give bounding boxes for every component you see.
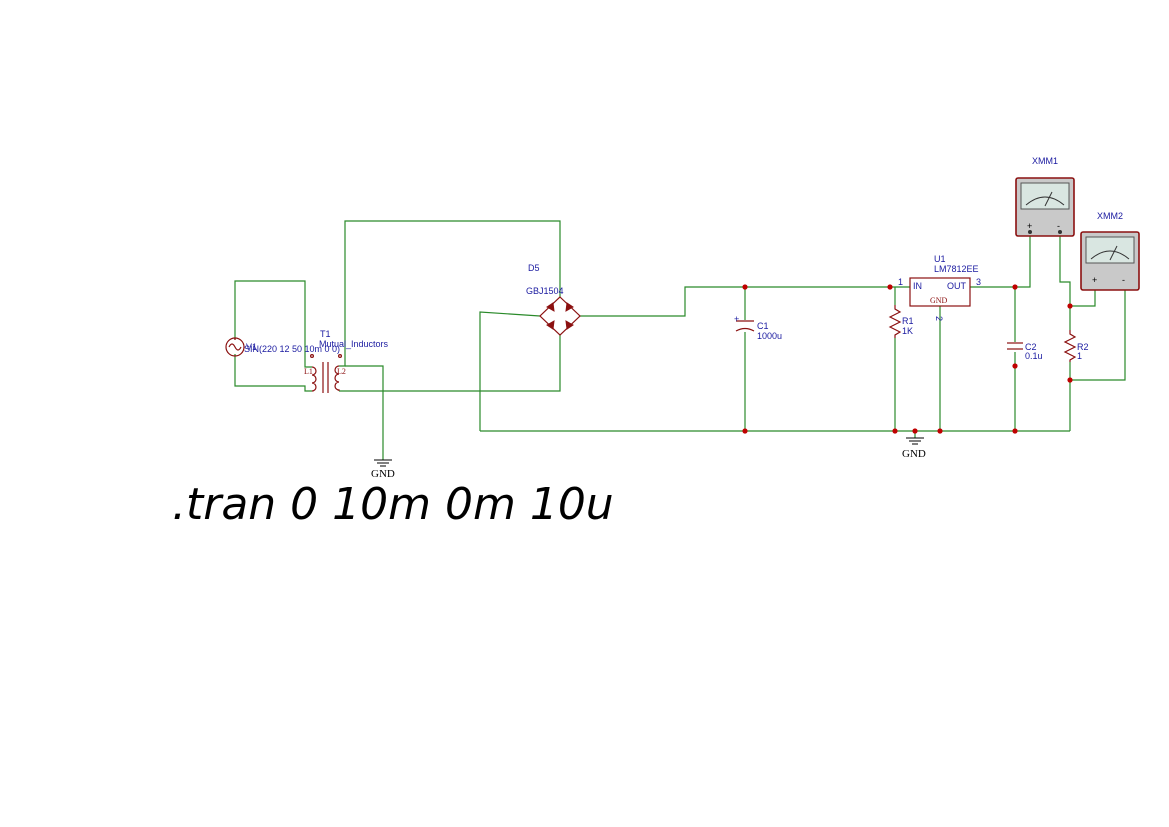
c2-value: 0.1u	[1025, 351, 1043, 361]
u1-pin-in-label: IN	[913, 281, 922, 291]
meter-scale-icon	[1025, 196, 1065, 206]
junction	[1067, 377, 1073, 383]
wire-xmm2-minus	[1070, 286, 1126, 381]
c1-name: C1	[757, 321, 769, 331]
regulator-body	[909, 277, 971, 307]
u1-pin-out-number: 3	[976, 277, 981, 287]
capacitor-c1[interactable]: + C1 1000u	[734, 314, 782, 341]
simulation-directive[interactable]: .tran 0 10m 0m 10u	[172, 479, 614, 530]
r1-name: R1	[902, 316, 914, 326]
u1-model: LM7812EE	[934, 264, 979, 274]
multimeter-xmm1[interactable]: XMM1 + -	[1015, 156, 1075, 237]
transformer-model: Mutual_Inductors	[319, 339, 389, 349]
junction	[1067, 303, 1073, 309]
capacitor-plate	[735, 327, 755, 332]
u1-pin-out-label: OUT	[947, 281, 967, 291]
resistor-r2[interactable]: R2 1	[1063, 330, 1089, 362]
wire-secondary-gnd	[345, 365, 384, 460]
multimeter-xmm2[interactable]: XMM2 + -	[1080, 211, 1140, 291]
u1-pin-gnd-number: 2	[934, 316, 944, 321]
r2-name: R2	[1077, 342, 1089, 352]
primary-coil-icon	[311, 366, 317, 392]
junction	[912, 428, 918, 434]
junction	[1012, 428, 1018, 434]
wire-source-top	[234, 280, 312, 368]
resistor-zigzag-icon	[1063, 330, 1077, 362]
probe-terminal-icon[interactable]	[1028, 230, 1032, 234]
junction	[1012, 284, 1018, 290]
regulator-u1[interactable]: U1 LM7812EE 1 IN OUT 3 GND 2	[898, 254, 981, 321]
c2-name: C2	[1025, 342, 1037, 352]
bridge-diamond	[539, 296, 581, 336]
polarity-plus-icon: +	[734, 314, 739, 324]
diode-icon	[546, 302, 555, 312]
ground-label: GND	[371, 468, 395, 480]
junction	[887, 284, 893, 290]
xmm1-name: XMM1	[1032, 156, 1058, 166]
source-value: SIN(220 12 50 10m 0 0)	[244, 344, 340, 354]
capacitor-c2[interactable]: C2 0.1u	[1007, 342, 1043, 361]
wire-secondary-top	[339, 220, 561, 367]
transformer-t1[interactable]: T1 Mutual_Inductors L1 L2	[304, 329, 389, 393]
ground-right[interactable]: GND	[902, 437, 926, 460]
diode-icon	[565, 320, 574, 330]
meter-face	[1085, 236, 1135, 264]
secondary-coil-label: L2	[337, 367, 346, 376]
junction	[892, 428, 898, 434]
meter-scale-icon	[1090, 250, 1130, 260]
junction	[1012, 363, 1018, 369]
xmm2-minus-label: -	[1122, 275, 1125, 285]
bridge-model: GBJ1504	[526, 286, 564, 296]
resistor-zigzag-icon	[888, 305, 902, 338]
bridge-rectifier-d5[interactable]: D5 GBJ1504	[526, 263, 581, 336]
wire-bridge-negative	[479, 311, 541, 431]
meter-needle-icon	[1109, 245, 1118, 261]
u1-pin-gnd-label: GND	[930, 296, 948, 305]
probe-terminal-icon[interactable]	[1058, 230, 1062, 234]
junction	[742, 428, 748, 434]
source-name: V1	[246, 342, 257, 352]
junction	[937, 428, 943, 434]
diode-icon	[546, 320, 555, 330]
meter-face	[1020, 182, 1070, 210]
wires	[234, 220, 1126, 460]
ac-source-v1[interactable]: V1 SIN(220 12 50 10m 0 0)	[225, 337, 340, 357]
resistor-r1[interactable]: R1 1K	[888, 305, 914, 338]
wire-bridge-positive	[580, 286, 890, 317]
wire-xmm1-minus	[1059, 232, 1071, 330]
junction	[742, 284, 748, 290]
secondary-coil-icon	[334, 365, 340, 392]
c1-value: 1000u	[757, 331, 782, 341]
xmm2-plus-label: +	[1092, 275, 1097, 285]
wire-source-bottom	[234, 354, 312, 392]
dot-marker-icon	[338, 354, 343, 359]
xmm1-plus-label: +	[1027, 221, 1032, 231]
diode-icon	[565, 302, 574, 312]
r1-value: 1K	[902, 326, 913, 336]
xmm2-name: XMM2	[1097, 211, 1123, 221]
ground-label: GND	[902, 448, 926, 460]
u1-pin-in-number: 1	[898, 277, 903, 287]
primary-coil-label: L1	[304, 367, 313, 376]
transformer-name: T1	[320, 329, 331, 339]
dot-marker-icon	[310, 354, 315, 359]
wire-secondary-bottom	[339, 335, 561, 392]
r2-value: 1	[1077, 351, 1082, 361]
wire-xmm2-plus	[1070, 286, 1096, 307]
xmm1-minus-label: -	[1057, 221, 1060, 231]
sine-wave-icon	[228, 343, 242, 351]
meter-needle-icon	[1044, 191, 1053, 207]
bridge-name: D5	[528, 263, 540, 273]
u1-name: U1	[934, 254, 946, 264]
ground-left[interactable]: GND	[371, 459, 395, 480]
wire-u1-out	[970, 232, 1031, 288]
